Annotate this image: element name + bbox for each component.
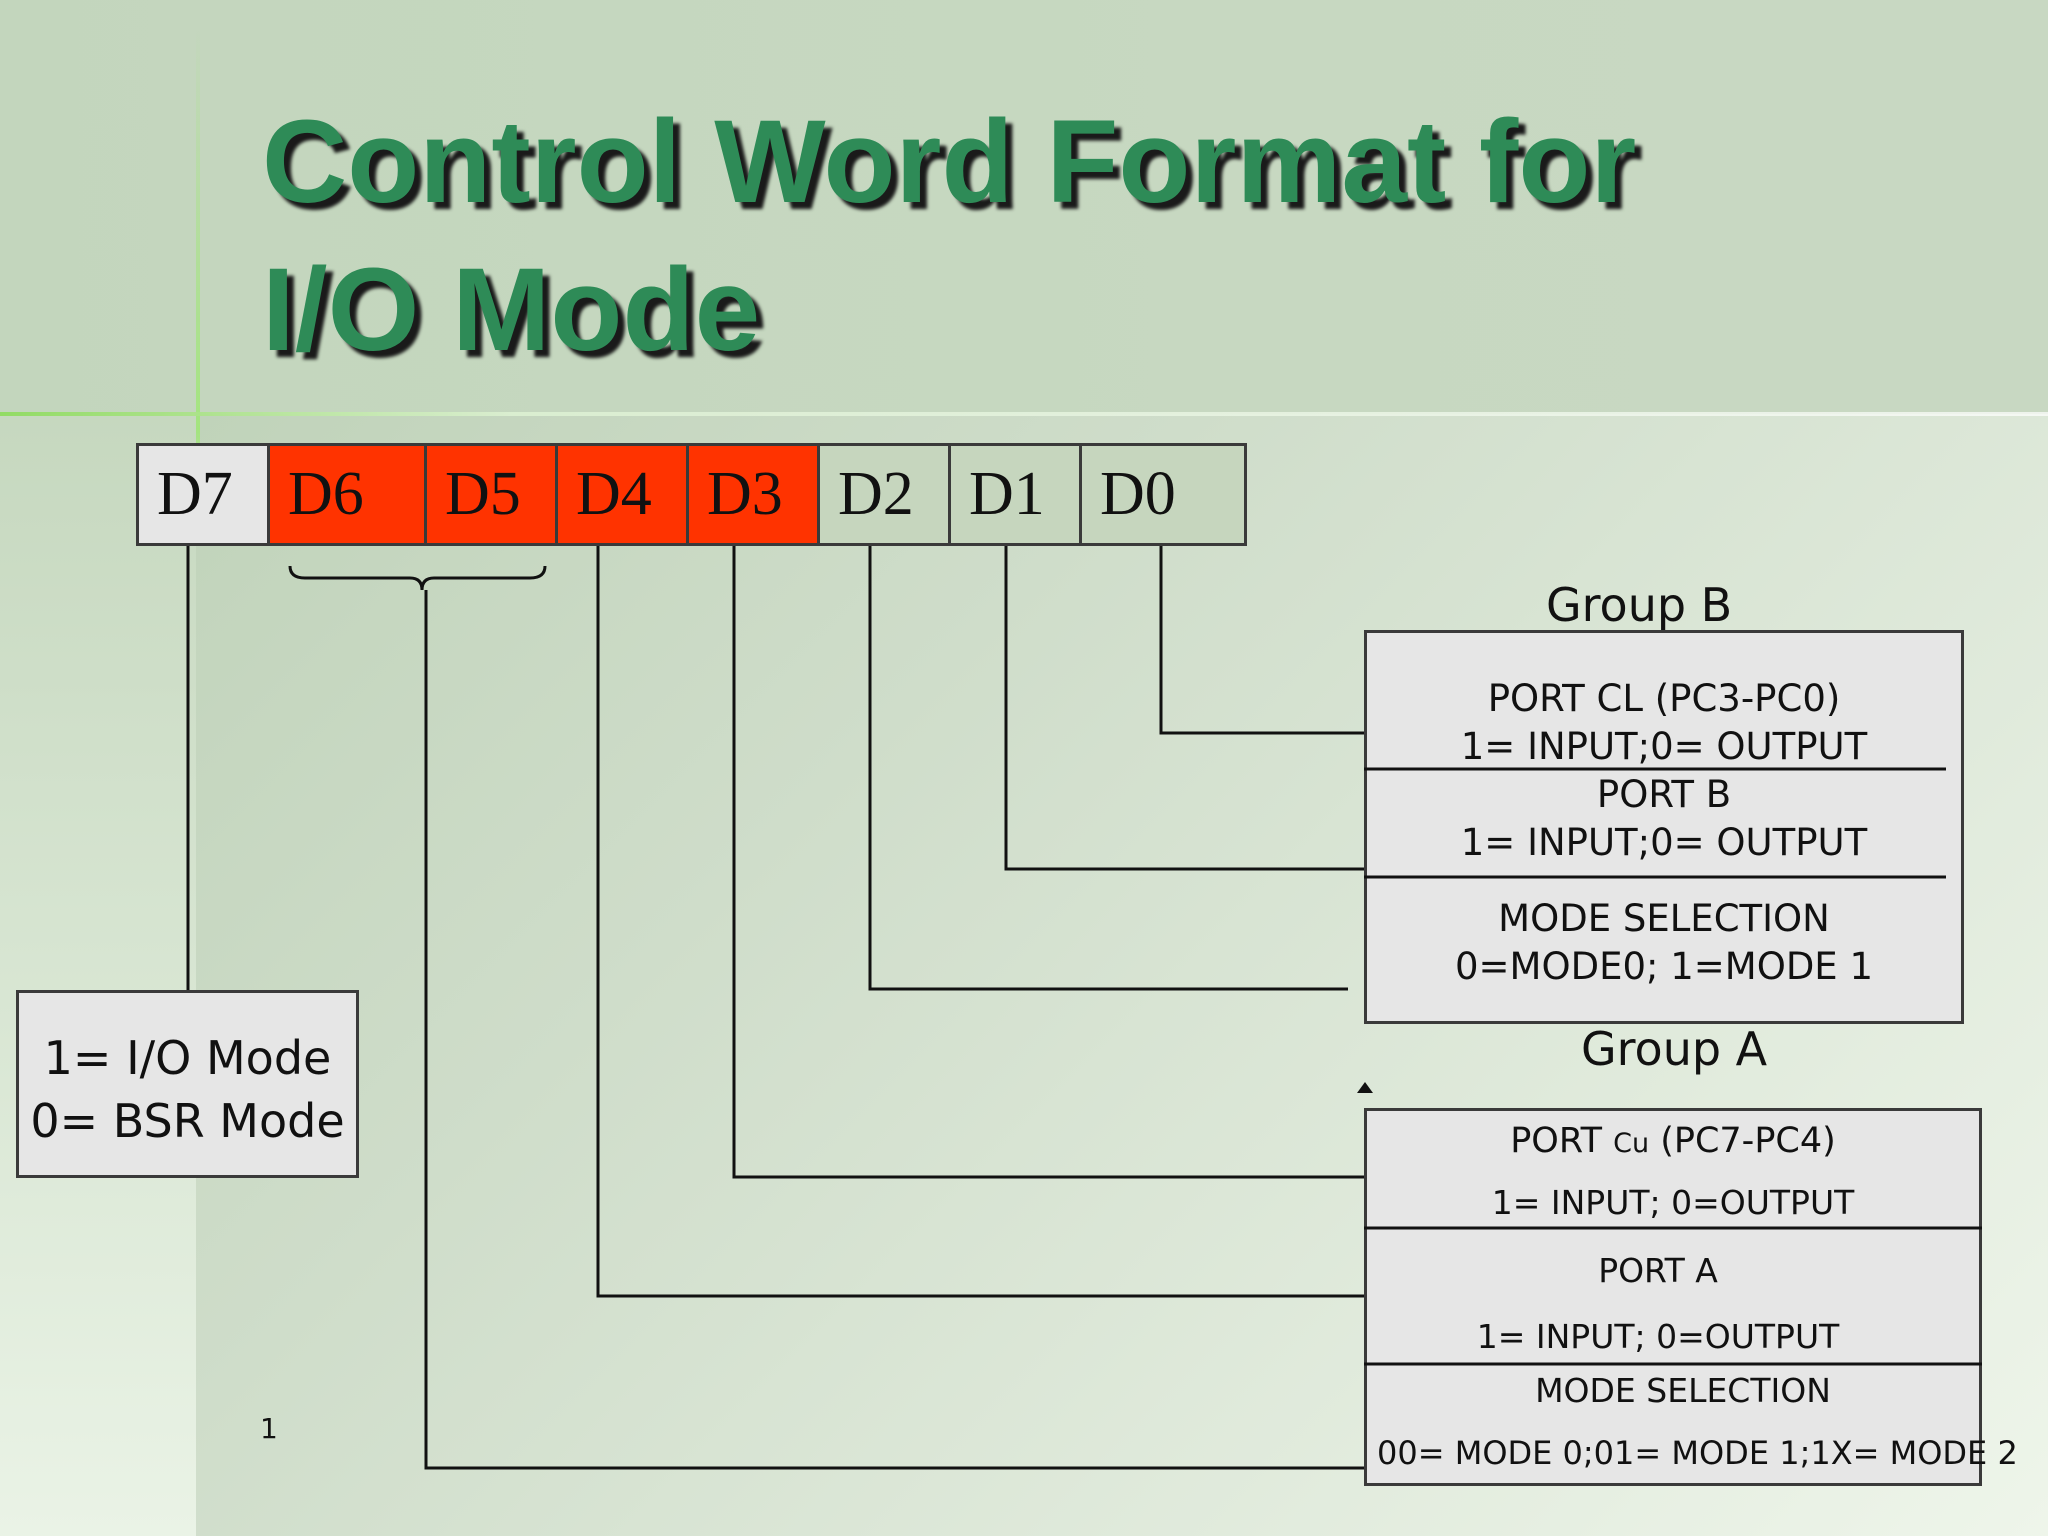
group-b-dividers — [1364, 767, 1946, 879]
header-band — [0, 0, 2048, 414]
brace-d6-d5 — [288, 565, 547, 591]
port-b-line1: PORT B — [1596, 773, 1732, 816]
group-b-mode-line2: 0=MODE0; 1=MODE 1 — [1455, 945, 1873, 988]
group-a-dividers — [1364, 1226, 1982, 1366]
group-b-label: Group B — [1546, 578, 1733, 632]
page-number: 1 — [260, 1412, 278, 1445]
group-a-mode-line2: 00= MODE 0;01= MODE 1;1X= MODE 2 — [1377, 1434, 2018, 1472]
port-cl-line1: PORT CL (PC3-PC0) — [1487, 677, 1841, 720]
connector-d4 — [596, 546, 1366, 1298]
bit-d6: D6 — [267, 443, 427, 546]
small-triangle-marker — [1357, 1082, 1373, 1093]
group-a-label: Group A — [1581, 1022, 1768, 1076]
connector-d1 — [1004, 546, 1366, 871]
connector-d6-d5 — [424, 590, 1366, 1470]
port-cu-suffix: (PC7-PC4) — [1649, 1121, 1836, 1161]
mode-box-line1: 1= I/O Mode — [43, 1031, 332, 1085]
port-b-line2: 1= INPUT;0= OUTPUT — [1460, 821, 1868, 864]
bit-d4: D4 — [555, 443, 689, 546]
decor-glow-horizontal — [0, 412, 2048, 416]
port-cl-line2: 1= INPUT;0= OUTPUT — [1460, 725, 1868, 768]
connector-d3 — [732, 546, 1366, 1179]
port-cu-sub: Cu — [1613, 1128, 1650, 1159]
connector-d2 — [868, 546, 1348, 991]
connector-d0 — [1159, 546, 1366, 735]
bit-d5: D5 — [424, 443, 558, 546]
group-b-mode-line1: MODE SELECTION — [1498, 897, 1830, 940]
slide-title-line1: Control Word Format for — [262, 96, 1637, 228]
io-bsr-mode-box: 1= I/O Mode 0= BSR Mode — [16, 990, 359, 1178]
group-a-box: PORT Cu (PC7-PC4) 1= INPUT; 0=OUTPUT POR… — [1364, 1108, 2018, 1486]
slide-title: Control Word Format for I/O Mode — [262, 88, 1962, 384]
group-a-mode-line1: MODE SELECTION — [1535, 1371, 1831, 1410]
group-b-box: PORT CL (PC3-PC0) 1= INPUT;0= OUTPUT POR… — [1364, 630, 1964, 1024]
port-cu-prefix: PORT — [1510, 1121, 1614, 1161]
slide-title-line2: I/O Mode — [262, 244, 761, 376]
mode-box-line2: 0= BSR Mode — [30, 1094, 345, 1148]
control-word-bits: D7 D6 D5 D4 D3 D2 D1 D0 — [136, 443, 1247, 546]
bit-d7: D7 — [136, 443, 270, 546]
bit-d2: D2 — [817, 443, 951, 546]
decor-glow-vertical — [196, 30, 200, 500]
bit-d0: D0 — [1079, 443, 1247, 546]
port-a-line2: 1= INPUT; 0=OUTPUT — [1476, 1317, 1840, 1356]
port-cu-line1: PORT Cu (PC7-PC4) — [1367, 1117, 1979, 1168]
port-cu-line2: 1= INPUT; 0=OUTPUT — [1491, 1183, 1855, 1222]
bit-d3: D3 — [686, 443, 820, 546]
port-a-line1: PORT A — [1598, 1251, 1718, 1290]
left-strip — [0, 414, 196, 1536]
